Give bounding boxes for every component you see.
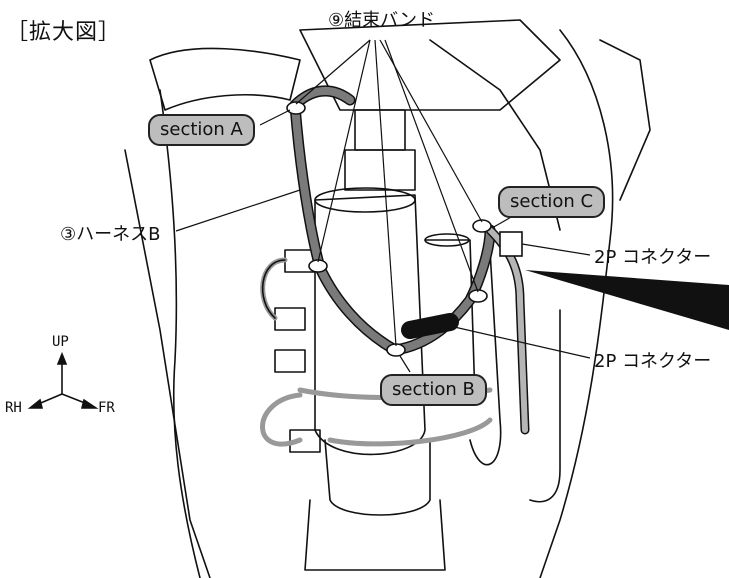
- tie-band-1: [286, 101, 306, 115]
- wire-thin-2: [260, 392, 303, 447]
- leader-band-4: [379, 39, 483, 223]
- axis-rh-label: RH: [5, 400, 22, 416]
- leader-band-5: [384, 39, 479, 293]
- pump-lower: [324, 439, 431, 516]
- frame-outline-left-lower: [124, 149, 211, 578]
- axis-up-label: UP: [52, 334, 69, 350]
- section-b-badge: section B: [380, 374, 487, 406]
- axis-rh-arrowhead: [27, 398, 44, 409]
- leader-connector-lower: [449, 325, 591, 359]
- axis-fr-arrowhead: [80, 398, 99, 409]
- pump-side-cylinder-top: [424, 233, 470, 247]
- tie-band-5: [468, 289, 488, 303]
- wire-thin-3: [327, 417, 493, 447]
- harness-label: ③ハーネスB: [60, 224, 161, 245]
- leader-band-1: [295, 39, 371, 105]
- frame-outline-right-pipe: [469, 249, 502, 466]
- frame-outline-right: [539, 29, 614, 578]
- connector-2p-upper-shape: [499, 231, 523, 257]
- section-c-badge: section C: [498, 186, 606, 218]
- leader-section-b: [399, 355, 411, 373]
- frame-outline-left-2: [159, 89, 201, 578]
- pointer-wedge: [525, 270, 729, 330]
- leader-band-2: [317, 39, 371, 263]
- harness-black-sleeve: [401, 313, 459, 339]
- axis-up-arrowhead: [56, 351, 68, 365]
- leader-band-3: [374, 39, 397, 347]
- connector-lower-label: 2P コネクター: [594, 351, 712, 372]
- frame-outline-right-pipe-2: [529, 309, 561, 503]
- leader-section-a: [259, 109, 291, 126]
- frame-outline-right-2: [599, 39, 651, 201]
- tie-band-4: [472, 219, 492, 233]
- frame-outline-left: [149, 47, 301, 111]
- pump-upper: [344, 149, 416, 191]
- wire-thin-1: [260, 257, 288, 321]
- leader-connector-upper: [521, 243, 591, 256]
- page-title: ［拡大図］: [6, 20, 122, 45]
- wire-thin-1-out: [261, 259, 286, 319]
- section-a-badge: section A: [148, 114, 255, 146]
- connector-left-3: [274, 349, 306, 373]
- connector-left-2: [274, 307, 306, 331]
- pump-body-top: [314, 187, 416, 213]
- axis-fr-label: FR: [98, 400, 115, 416]
- band-label: ⑨結束バンド: [328, 10, 436, 31]
- pump-base: [304, 499, 446, 571]
- leader-harness: [175, 189, 301, 232]
- connector-upper-label: 2P コネクター: [594, 247, 712, 268]
